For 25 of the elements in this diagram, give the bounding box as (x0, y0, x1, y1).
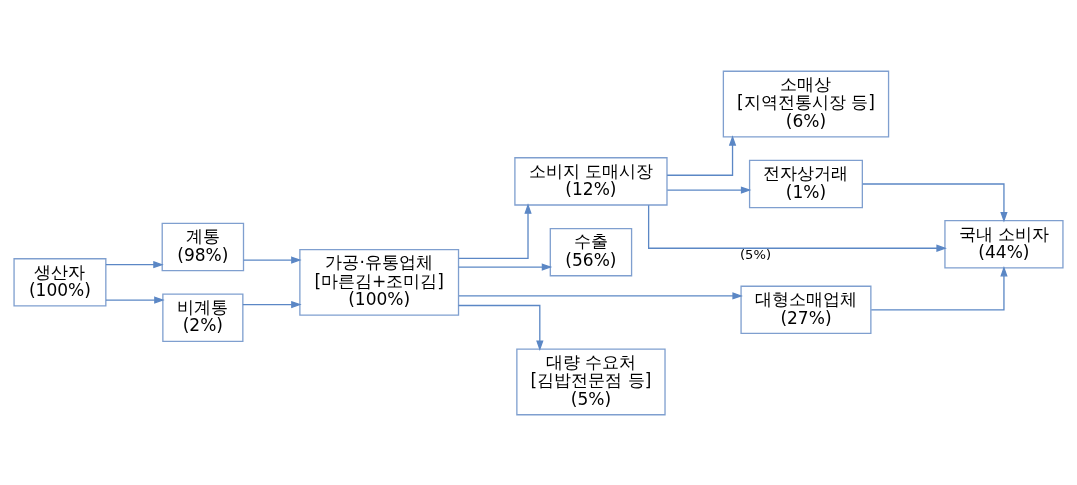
arrow (647, 204, 947, 252)
node-box: 수출 (56%) (549, 227, 633, 276)
node-box: 비계통 (2%) (162, 292, 244, 342)
node-box: 가공·유통업체 [마른김+조미김] (100%) (299, 248, 460, 316)
arrow (105, 260, 164, 268)
arrow (666, 134, 737, 176)
arrow (458, 262, 553, 271)
node-box: 계통 (98%) (161, 222, 245, 271)
arrow (242, 300, 302, 308)
arrow (457, 304, 544, 351)
node-box: 소비지 도매시장 (12%) (514, 156, 668, 206)
node-box: 전자상거래 (1%) (748, 159, 863, 208)
node-box: 대형소매업체 (27%) (740, 285, 872, 334)
arrow (243, 255, 302, 264)
arrow (458, 291, 743, 300)
node-box: 생산자 (100%) (13, 257, 107, 307)
node-box: 국내 소비자 (44%) (944, 219, 1064, 269)
node-box: 소매상 [지역전통시장 등] (6%) (722, 70, 890, 137)
arrow (870, 265, 1008, 311)
arrow (666, 185, 752, 194)
arrow (862, 182, 1008, 222)
arrow (105, 295, 165, 304)
arrow (458, 202, 532, 259)
edge-label: (5%) (740, 246, 772, 262)
node-box: 대량 수요처 [김밥전문점 등] (5%) (516, 348, 666, 415)
